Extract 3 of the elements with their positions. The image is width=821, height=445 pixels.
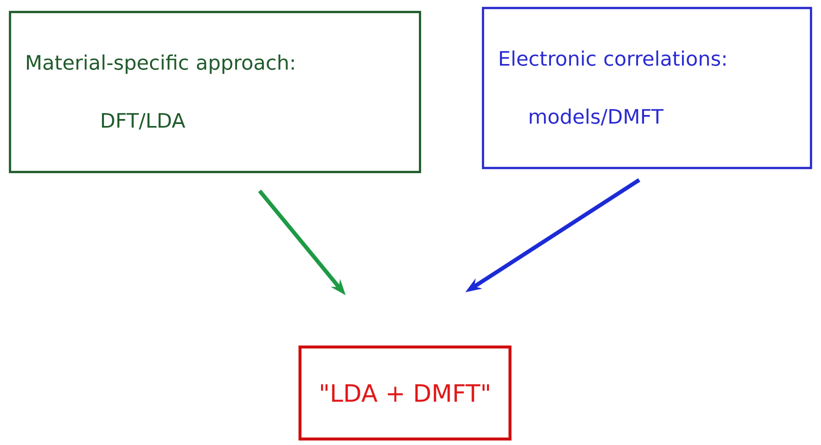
text-box: Electronic correlations: models/DMFT	[482, 6, 812, 170]
text-box: Material-specific approach: DFT/LDA	[8, 10, 422, 174]
result-box: "LDA + DMFT"	[298, 346, 512, 440]
